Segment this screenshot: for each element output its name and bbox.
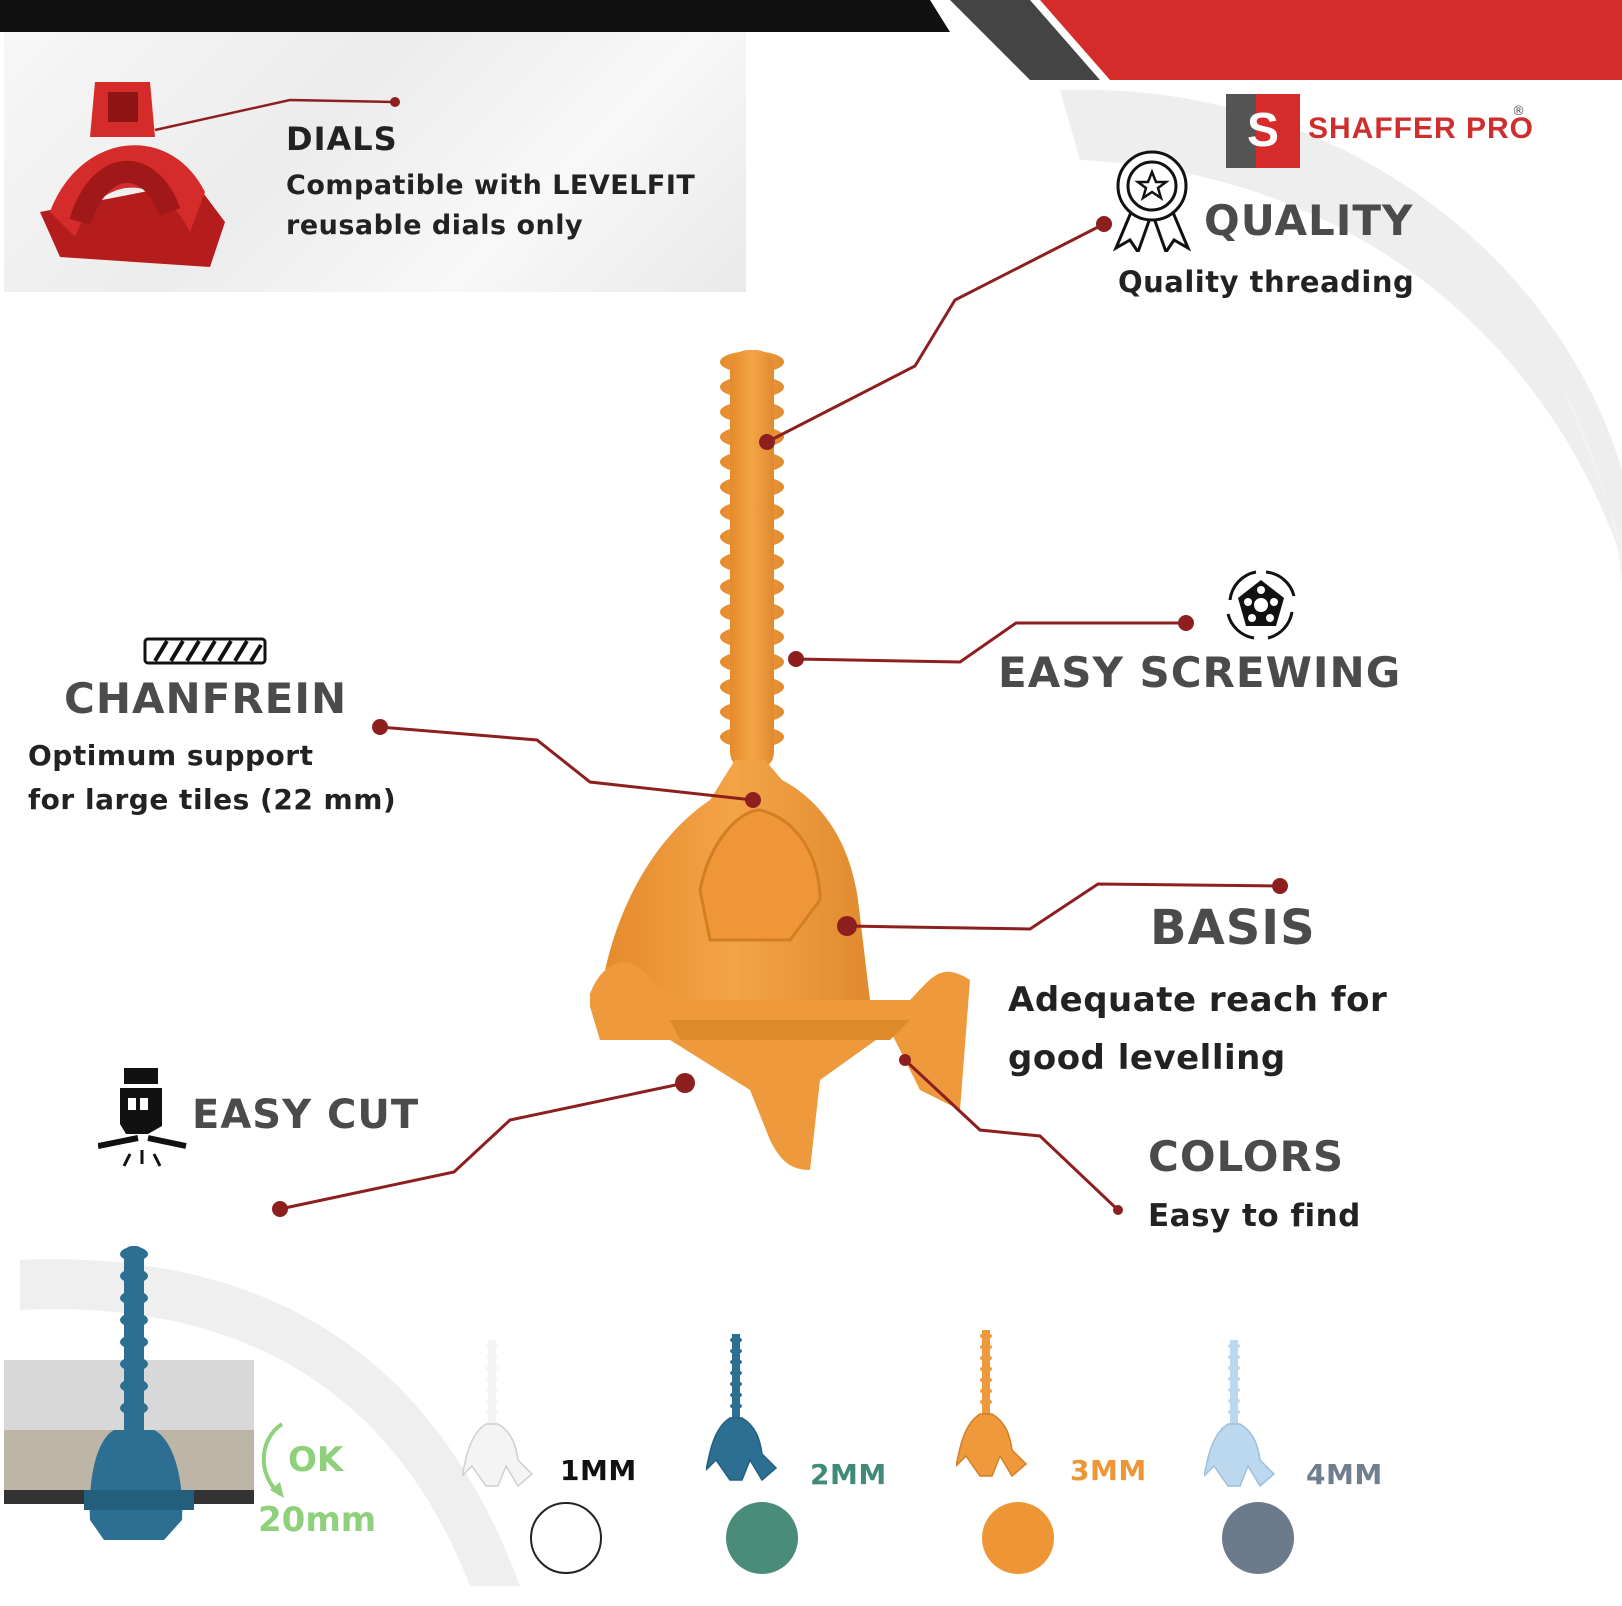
clip-2mm-illustration xyxy=(706,1334,778,1482)
dial-illustration xyxy=(40,82,225,267)
award-ribbon-icon xyxy=(1112,150,1192,252)
thickness-label: 20mm xyxy=(258,1500,377,1540)
ok-arrow-icon xyxy=(261,1422,284,1498)
tile-demo-illustration xyxy=(4,1246,254,1540)
main-clip-illustration xyxy=(590,350,970,1170)
swatch-3mm xyxy=(982,1502,1054,1574)
hatched-bar-icon xyxy=(143,637,267,665)
swatch-4mm xyxy=(1222,1502,1294,1574)
cut-title: EASY CUT xyxy=(192,1092,420,1138)
basis-line-2: good levelling xyxy=(1008,1038,1286,1078)
size-2mm-label: 2MM xyxy=(810,1458,887,1491)
dials-line-2: reusable dials only xyxy=(286,210,584,241)
size-4mm-label: 4MM xyxy=(1306,1458,1383,1491)
quality-subtitle: Quality threading xyxy=(1118,265,1415,299)
header-bands xyxy=(0,0,1622,80)
chanfrein-line-1: Optimum support xyxy=(28,739,314,772)
brand-logo-icon: S xyxy=(1226,94,1300,168)
colors-subtitle: Easy to find xyxy=(1148,1198,1361,1234)
hand-break-icon xyxy=(98,1068,187,1167)
clip-1mm-illustration xyxy=(462,1340,534,1488)
svg-text:S: S xyxy=(1247,104,1279,157)
brand-registered-mark: ® xyxy=(1512,104,1525,119)
basis-title: BASIS xyxy=(1150,900,1316,956)
basis-line-1: Adequate reach for xyxy=(1008,980,1388,1020)
clip-4mm-illustration xyxy=(1204,1340,1276,1488)
quality-title: QUALITY xyxy=(1204,196,1414,245)
dials-line-1: Compatible with LEVELFIT xyxy=(286,170,696,201)
ok-label: OK xyxy=(288,1440,344,1480)
dials-leader-line xyxy=(154,97,400,132)
swatch-1mm xyxy=(530,1502,602,1574)
size-3mm-label: 3MM xyxy=(1070,1454,1147,1487)
dials-title: DIALS xyxy=(286,120,398,158)
size-1mm-label: 1MM xyxy=(560,1454,637,1487)
chanfrein-title: CHANFREIN xyxy=(64,674,348,723)
colors-title: COLORS xyxy=(1148,1132,1345,1181)
chanfrein-line-2: for large tiles (22 mm) xyxy=(28,783,397,816)
brand-name: SHAFFER PRO xyxy=(1308,112,1535,145)
screwing-title: EASY SCREWING xyxy=(998,648,1402,697)
rotating-dial-icon xyxy=(1226,570,1296,640)
clip-3mm-illustration xyxy=(956,1330,1028,1478)
swatch-2mm xyxy=(726,1502,798,1574)
